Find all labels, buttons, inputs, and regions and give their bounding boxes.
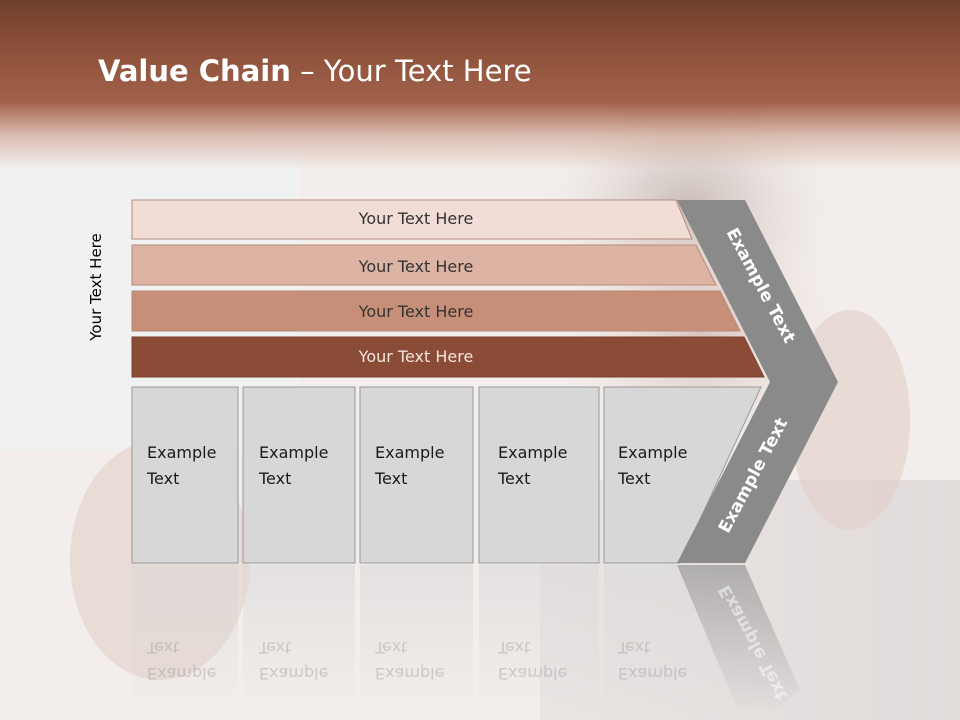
support-row-3 [131, 290, 741, 332]
primary-cell-4-line1: Example [498, 443, 568, 462]
primary-cell-1-reflection-text: Example Text [147, 634, 216, 686]
primary-cell-1-refl-line1: Example [147, 664, 217, 683]
primary-cell-4-refl-line1: Example [498, 664, 568, 683]
primary-cell-4-refl-line2: Text [498, 638, 531, 657]
primary-cell-5-refl-line1: Example [618, 664, 688, 683]
cell-reflection-2 [243, 565, 355, 715]
support-row-4 [131, 336, 765, 378]
primary-cell-1-text: Example Text [147, 440, 216, 492]
primary-cell-5-refl-line2: Text [618, 638, 651, 657]
chevron-arrow [677, 200, 838, 563]
primary-cell-3-reflection-text: Example Text [375, 634, 444, 686]
title-rest: – Your Text Here [290, 54, 532, 88]
primary-cell-5-line2: Text [618, 469, 651, 488]
cell-reflection-3 [360, 565, 473, 715]
primary-cell-1-refl-line2: Text [147, 638, 180, 657]
slide-title: Value Chain – Your Text Here [98, 54, 532, 94]
support-row-3-label: Your Text Here [358, 302, 474, 321]
cell-reflection-4 [479, 565, 599, 715]
primary-cell-3 [359, 386, 474, 564]
primary-cell-4-text: Example Text [498, 440, 567, 492]
primary-cell-2-line1: Example [259, 443, 329, 462]
primary-cell-3-text: Example Text [375, 440, 444, 492]
primary-cell-5-line1: Example [618, 443, 688, 462]
title-bold: Value Chain [98, 54, 291, 88]
primary-cell-2-text: Example Text [259, 440, 328, 492]
chevron-reflection [677, 565, 800, 715]
primary-cell-4-reflection-text: Example Text [498, 634, 567, 686]
primary-cell-4-line2: Text [498, 469, 531, 488]
primary-cell-5-reflection-text: Example Text [618, 634, 687, 686]
primary-cell-2-line2: Text [259, 469, 292, 488]
primary-cell-3-refl-line1: Example [375, 664, 445, 683]
primary-cell-2-refl-line1: Example [259, 664, 329, 683]
support-row-2 [131, 244, 717, 286]
primary-cell-4 [478, 386, 600, 564]
primary-cell-3-refl-line2: Text [375, 638, 408, 657]
primary-cell-3-line2: Text [375, 469, 408, 488]
support-row-4-label: Your Text Here [358, 347, 474, 366]
header-band [0, 0, 960, 170]
primary-cell-2-refl-line2: Text [259, 638, 292, 657]
cell-reflection-1 [132, 565, 238, 715]
primary-cell-5-text: Example Text [618, 440, 687, 492]
support-row-1 [131, 199, 693, 240]
support-row-1-label: Your Text Here [358, 209, 474, 228]
support-row-2-label: Your Text Here [358, 257, 474, 276]
primary-cell-3-line1: Example [375, 443, 445, 462]
primary-cell-1-line2: Text [147, 469, 180, 488]
primary-cell-2 [242, 386, 356, 564]
primary-cell-1-line1: Example [147, 443, 217, 462]
cell-reflection-5 [604, 565, 740, 715]
primary-cell-2-reflection-text: Example Text [259, 634, 328, 686]
primary-cell-1 [131, 386, 239, 564]
